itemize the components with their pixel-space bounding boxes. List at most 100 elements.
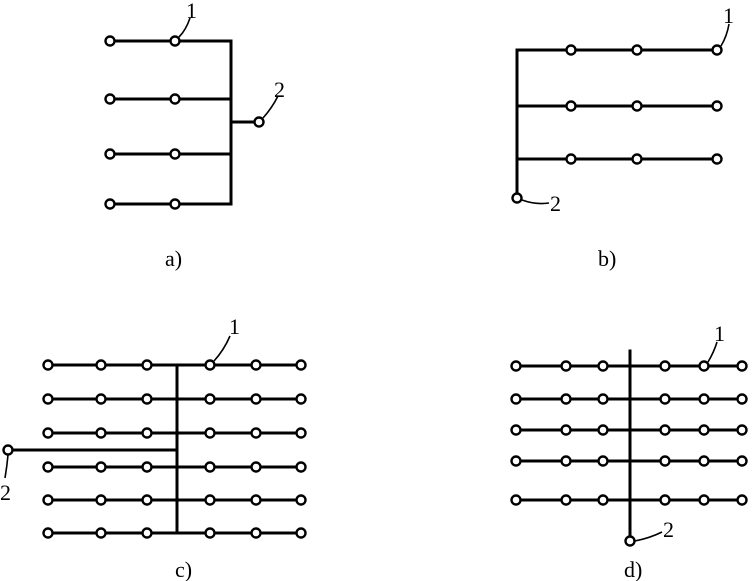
label-2: 2 bbox=[550, 191, 561, 216]
node bbox=[169, 198, 181, 210]
node bbox=[295, 393, 307, 405]
node bbox=[95, 461, 107, 473]
label-2: 2 bbox=[663, 517, 674, 542]
node bbox=[204, 461, 216, 473]
leader-line-1 bbox=[178, 17, 191, 38]
node bbox=[659, 360, 671, 372]
node bbox=[141, 359, 153, 371]
node bbox=[295, 527, 307, 539]
caption-a: a) bbox=[165, 246, 182, 271]
node bbox=[42, 427, 54, 439]
node bbox=[104, 93, 116, 105]
leader-line-1 bbox=[707, 341, 718, 363]
node bbox=[565, 100, 577, 112]
source-node bbox=[624, 535, 636, 547]
node bbox=[560, 393, 572, 405]
node bbox=[204, 359, 216, 371]
node bbox=[42, 527, 54, 539]
node bbox=[141, 527, 153, 539]
node bbox=[204, 527, 216, 539]
node bbox=[141, 427, 153, 439]
node bbox=[204, 393, 216, 405]
node bbox=[736, 360, 748, 372]
node bbox=[711, 100, 723, 112]
node bbox=[295, 427, 307, 439]
leader-line-2 bbox=[262, 95, 279, 119]
node bbox=[659, 424, 671, 436]
node bbox=[104, 198, 116, 210]
node bbox=[711, 153, 723, 165]
node bbox=[250, 494, 262, 506]
label-1: 1 bbox=[186, 0, 197, 23]
node bbox=[169, 35, 181, 47]
node bbox=[698, 494, 710, 506]
node bbox=[560, 494, 572, 506]
node bbox=[736, 424, 748, 436]
node bbox=[659, 494, 671, 506]
node bbox=[510, 393, 522, 405]
leader-line-2 bbox=[634, 531, 663, 542]
node bbox=[659, 455, 671, 467]
node bbox=[597, 424, 609, 436]
node bbox=[204, 427, 216, 439]
node bbox=[250, 427, 262, 439]
node bbox=[560, 360, 572, 372]
node bbox=[510, 494, 522, 506]
node bbox=[95, 393, 107, 405]
node bbox=[295, 461, 307, 473]
node bbox=[736, 455, 748, 467]
node bbox=[141, 393, 153, 405]
figure-b: 1 2 b) bbox=[511, 3, 734, 271]
leader-line-1 bbox=[213, 335, 231, 362]
node bbox=[510, 360, 522, 372]
label-1: 1 bbox=[714, 321, 725, 346]
label-1: 1 bbox=[723, 3, 734, 28]
node bbox=[204, 494, 216, 506]
node bbox=[698, 455, 710, 467]
label-1: 1 bbox=[229, 314, 240, 339]
node bbox=[736, 494, 748, 506]
node bbox=[169, 148, 181, 160]
node bbox=[42, 393, 54, 405]
node bbox=[711, 44, 723, 56]
node bbox=[597, 393, 609, 405]
node bbox=[560, 455, 572, 467]
node bbox=[42, 494, 54, 506]
nodes-c bbox=[42, 359, 307, 539]
nodes-d bbox=[510, 360, 748, 506]
node bbox=[597, 360, 609, 372]
node bbox=[698, 360, 710, 372]
node bbox=[295, 494, 307, 506]
leader-line-1 bbox=[720, 23, 730, 47]
node bbox=[95, 527, 107, 539]
label-2: 2 bbox=[274, 77, 285, 102]
node bbox=[698, 393, 710, 405]
node bbox=[631, 100, 643, 112]
node bbox=[510, 424, 522, 436]
caption-c: c) bbox=[175, 557, 192, 581]
caption-b: b) bbox=[598, 246, 616, 271]
node bbox=[698, 424, 710, 436]
source-node bbox=[511, 192, 523, 204]
node bbox=[169, 93, 181, 105]
node bbox=[104, 35, 116, 47]
figure-d: 1 2 d) bbox=[510, 321, 748, 581]
node bbox=[95, 494, 107, 506]
node bbox=[597, 494, 609, 506]
source-node bbox=[253, 116, 265, 128]
node bbox=[295, 359, 307, 371]
node bbox=[250, 461, 262, 473]
caption-d: d) bbox=[624, 557, 642, 581]
node bbox=[736, 393, 748, 405]
label-2: 2 bbox=[0, 480, 11, 505]
node bbox=[250, 359, 262, 371]
node bbox=[560, 424, 572, 436]
node bbox=[510, 455, 522, 467]
leader-line-2 bbox=[521, 199, 550, 205]
node bbox=[42, 461, 54, 473]
leader-line-2 bbox=[4, 454, 9, 479]
node bbox=[250, 393, 262, 405]
node bbox=[141, 494, 153, 506]
node bbox=[631, 153, 643, 165]
